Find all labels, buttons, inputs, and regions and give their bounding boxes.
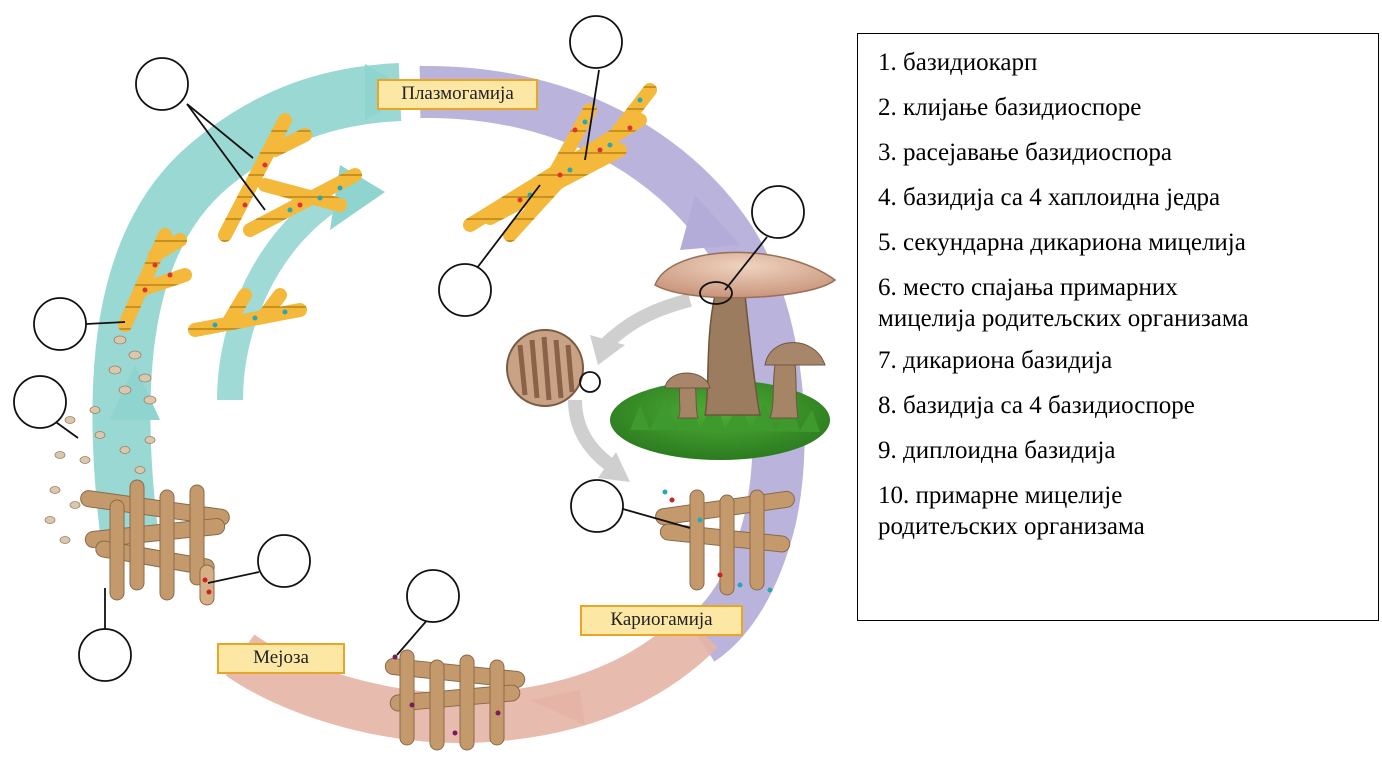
legend-item-1: 1. базидиокарп [878,47,1378,78]
label-circle-spore-dispersal [14,376,66,428]
label-circle-dikaryotic-basidium [571,480,623,532]
legend-box: 1. базидиокарп 2. клијање базидиоспоре 3… [857,33,1379,621]
stage-label-meiosis: Мејоза [217,643,345,674]
basidia-cluster-left [80,480,231,605]
label-circle-plasmogamy-site [439,264,491,316]
fungal-life-cycle-diagram: Плазмогамија Кариогамија Мејоза [0,0,850,758]
legend-item-8: 8. базидија са 4 базидиоспоре [878,390,1378,421]
legend-item-6: 6. место спајања примарних мицелија роди… [878,272,1378,334]
stage-label-plasmogamy: Плазмогамија [377,79,538,110]
legend-item-5: 5. секундарна дикариона мицелија [878,227,1378,258]
legend-item-7: 7. дикариона базидија [878,345,1378,376]
legend-item-4: 4. базидија са 4 хаплоидна једра [878,182,1378,213]
label-circle-haploid-nuclei [258,535,310,587]
label-circle-diploid-basidium [407,570,459,622]
label-circle-basidiospores [79,629,131,681]
label-circle-fusion-site [136,58,188,110]
label-circle-basidiocarp [752,186,804,238]
label-circle-germination [34,298,86,350]
legend-list: 1. базидиокарп 2. клијање базидиоспоре 3… [878,47,1378,542]
stage-label-karyogamy: Кариогамија [580,605,743,636]
legend-item-2: 2. клијање базидиоспоре [878,92,1378,123]
legend-item-9: 9. диплоидна базидија [878,435,1378,466]
legend-item-3: 3. расејавање базидиоспора [878,137,1378,168]
gills-inset [507,330,583,406]
teal-arrow-band [110,64,415,540]
legend-item-10: 10. примарне мицелије родитељских органи… [878,480,1378,542]
label-circle-secondary-mycelium [570,16,622,68]
basidia-cluster-bottom [385,650,526,750]
